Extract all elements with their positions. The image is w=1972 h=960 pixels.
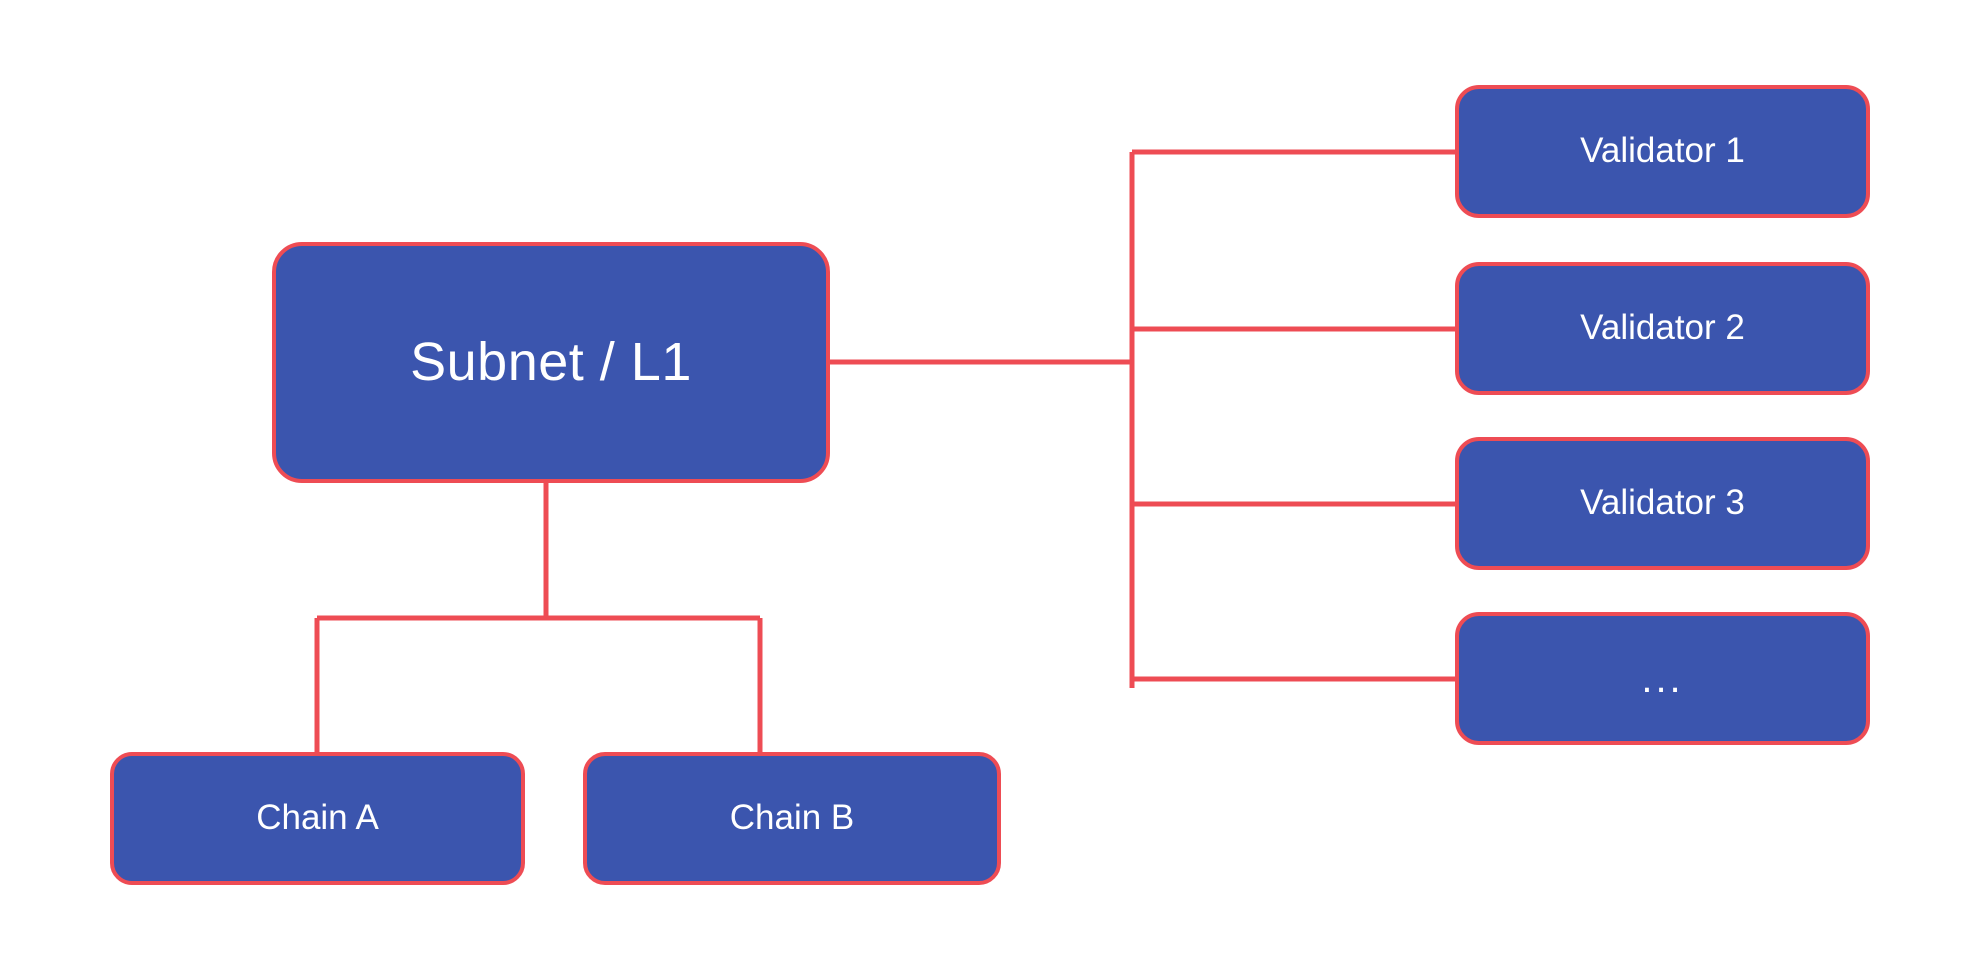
node-validator-3[interactable]: Validator 3 (1455, 437, 1870, 570)
node-chain-a-label: Chain A (256, 798, 379, 838)
node-validator-2-label: Validator 2 (1580, 308, 1745, 348)
node-validator-ellipsis[interactable]: ... (1455, 612, 1870, 745)
node-subnet-l1[interactable]: Subnet / L1 (272, 242, 830, 483)
node-validator-1[interactable]: Validator 1 (1455, 85, 1870, 218)
node-validator-1-label: Validator 1 (1580, 131, 1745, 171)
node-chain-b-label: Chain B (729, 798, 855, 838)
node-validator-ellipsis-label: ... (1641, 656, 1684, 701)
node-subnet-l1-label: Subnet / L1 (410, 331, 692, 392)
node-validator-2[interactable]: Validator 2 (1455, 262, 1870, 395)
node-validator-3-label: Validator 3 (1580, 483, 1745, 523)
node-chain-a[interactable]: Chain A (110, 752, 525, 885)
node-chain-b[interactable]: Chain B (583, 752, 1001, 885)
